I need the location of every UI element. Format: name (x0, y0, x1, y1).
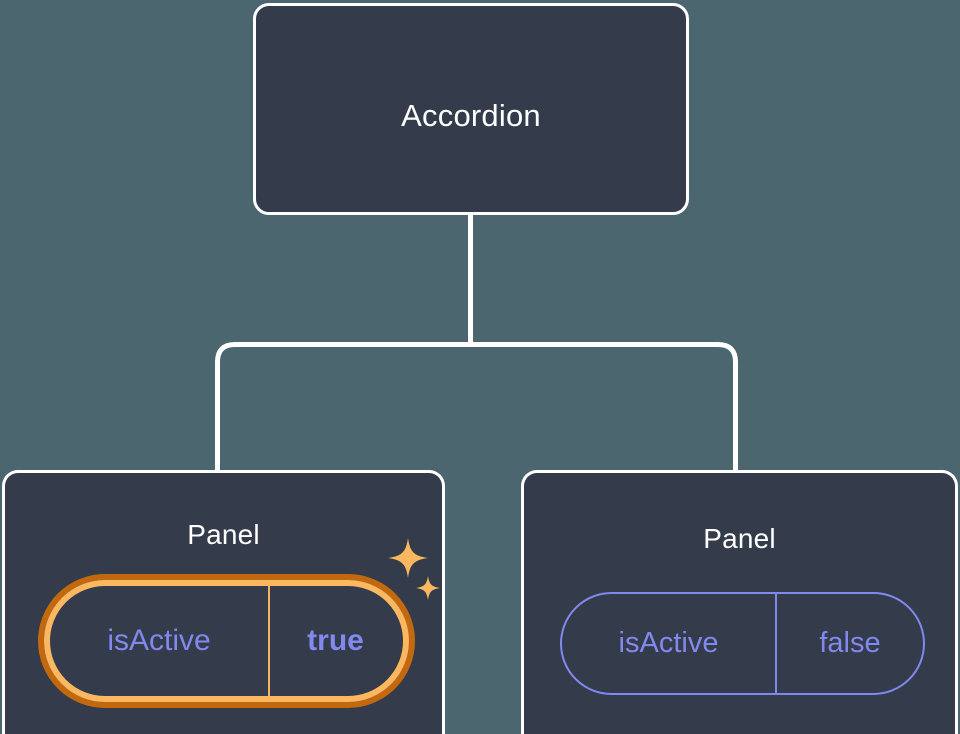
prop-value: true (307, 624, 364, 657)
prop-pill-highlighted[interactable]: isActive true (38, 574, 415, 708)
highlight-ring-outer (38, 574, 415, 708)
node-accordion-label: Accordion (401, 98, 541, 133)
node-panel-active[interactable]: Panel isActive true (2, 470, 445, 734)
node-accordion[interactable]: Accordion (253, 3, 689, 215)
prop-pill[interactable]: isActive false (560, 592, 925, 695)
prop-key: isActive (50, 586, 270, 696)
node-panel-inactive[interactable]: Panel isActive false (521, 470, 958, 734)
connector-branch-bar (215, 342, 738, 472)
prop-pill-content: isActive true (50, 586, 403, 696)
prop-value: false (819, 627, 881, 659)
node-panel-active-label: Panel (187, 519, 260, 550)
highlight-ring-inner (44, 580, 409, 702)
node-panel-inactive-label: Panel (703, 523, 776, 554)
prop-key: isActive (562, 594, 777, 693)
